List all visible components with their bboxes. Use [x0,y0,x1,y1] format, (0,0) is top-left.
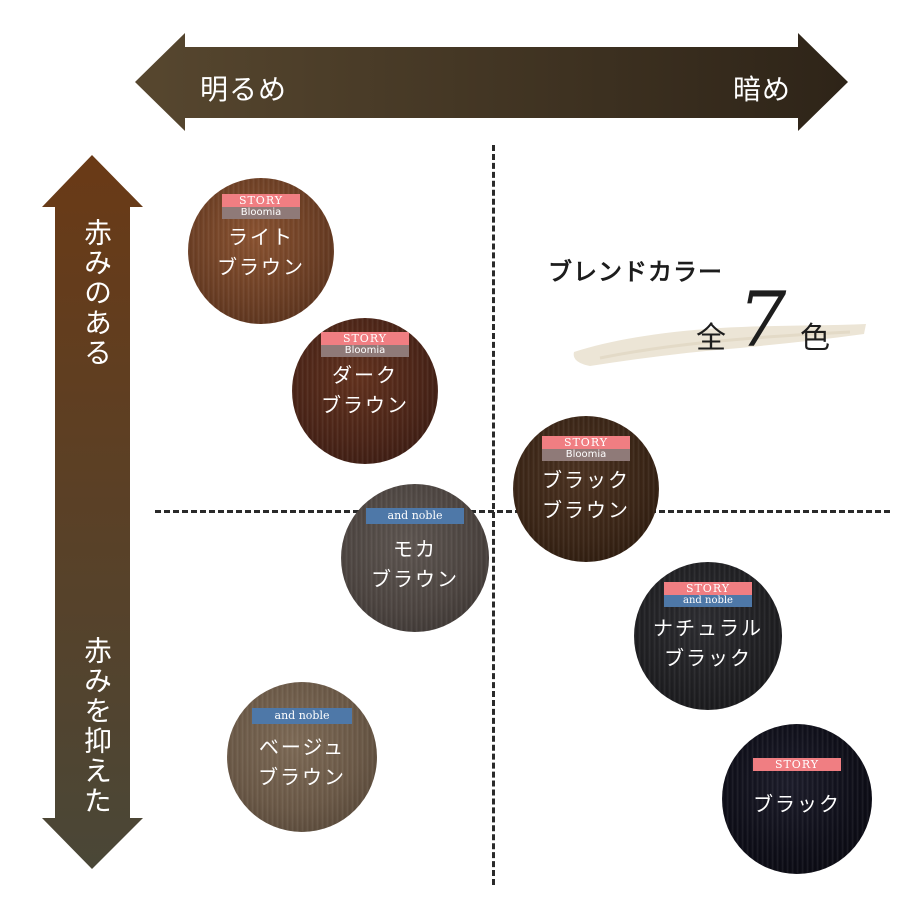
swatch-name-line2: ブラウン [321,393,409,417]
axis-label-bright: 明るめ [200,73,288,106]
horizontal-arrow [135,33,848,131]
blend-color-title: ブレンドカラー [548,257,723,286]
swatch-name-line1: ベージュ [258,735,346,759]
axis-label-reddish: 赤みのある [80,218,113,368]
swatch-black: STORY ブラック [722,724,872,874]
count-prefix: 全 [696,321,726,356]
swatch-name-line2: ブラウン [542,498,630,522]
story-badge: STORY [222,194,300,207]
story-badge: STORY [321,332,409,345]
swatch-black-brown: STORY Bloomia ブラック ブラウン [513,416,659,562]
swatch-name-line1: ナチュラル [653,616,763,640]
swatch-name-line2: ブラウン [371,567,459,591]
swatch-name-line2: ブラウン [217,255,305,279]
story-badge: STORY [753,758,841,771]
swatch-name-line1: ライト [228,225,294,249]
swatch-dark-brown: STORY Bloomia ダーク ブラウン [292,318,438,464]
swatch-name-line1: ブラック [753,792,841,816]
axis-label-less-red: 赤みを抑えた [80,636,113,816]
story-badge: STORY [542,436,630,449]
story-badge: STORY [664,582,752,595]
swatch-mocha-brown: and noble モカ ブラウン [341,484,489,632]
count-number: 7 [738,275,787,364]
bloomia-badge: Bloomia [542,449,630,461]
brush-stroke-decoration [573,324,866,366]
swatch-natural-black: STORY and noble ナチュラル ブラック [634,562,782,710]
swatch-name-line1: ブラック [542,468,630,492]
and-noble-badge: and noble [252,708,352,724]
bloomia-badge: Bloomia [321,345,409,357]
axis-label-dark: 暗め [733,73,792,106]
vertical-arrow [42,155,143,869]
swatch-beige-brown: and noble ベージュ ブラウン [227,682,377,832]
swatch-name-line2: ブラウン [258,765,346,789]
swatch-name-line2: ブラック [664,646,752,670]
swatch-light-brown: STORY Bloomia ライト ブラウン [188,178,334,324]
count-suffix: 色 [800,321,830,356]
swatch-name-line1: モカ [393,537,437,561]
and-noble-badge: and noble [664,595,752,607]
swatch-name-line1: ダーク [332,363,398,387]
and-noble-badge: and noble [366,508,464,524]
vertical-divider [492,145,495,885]
bloomia-badge: Bloomia [222,207,300,219]
